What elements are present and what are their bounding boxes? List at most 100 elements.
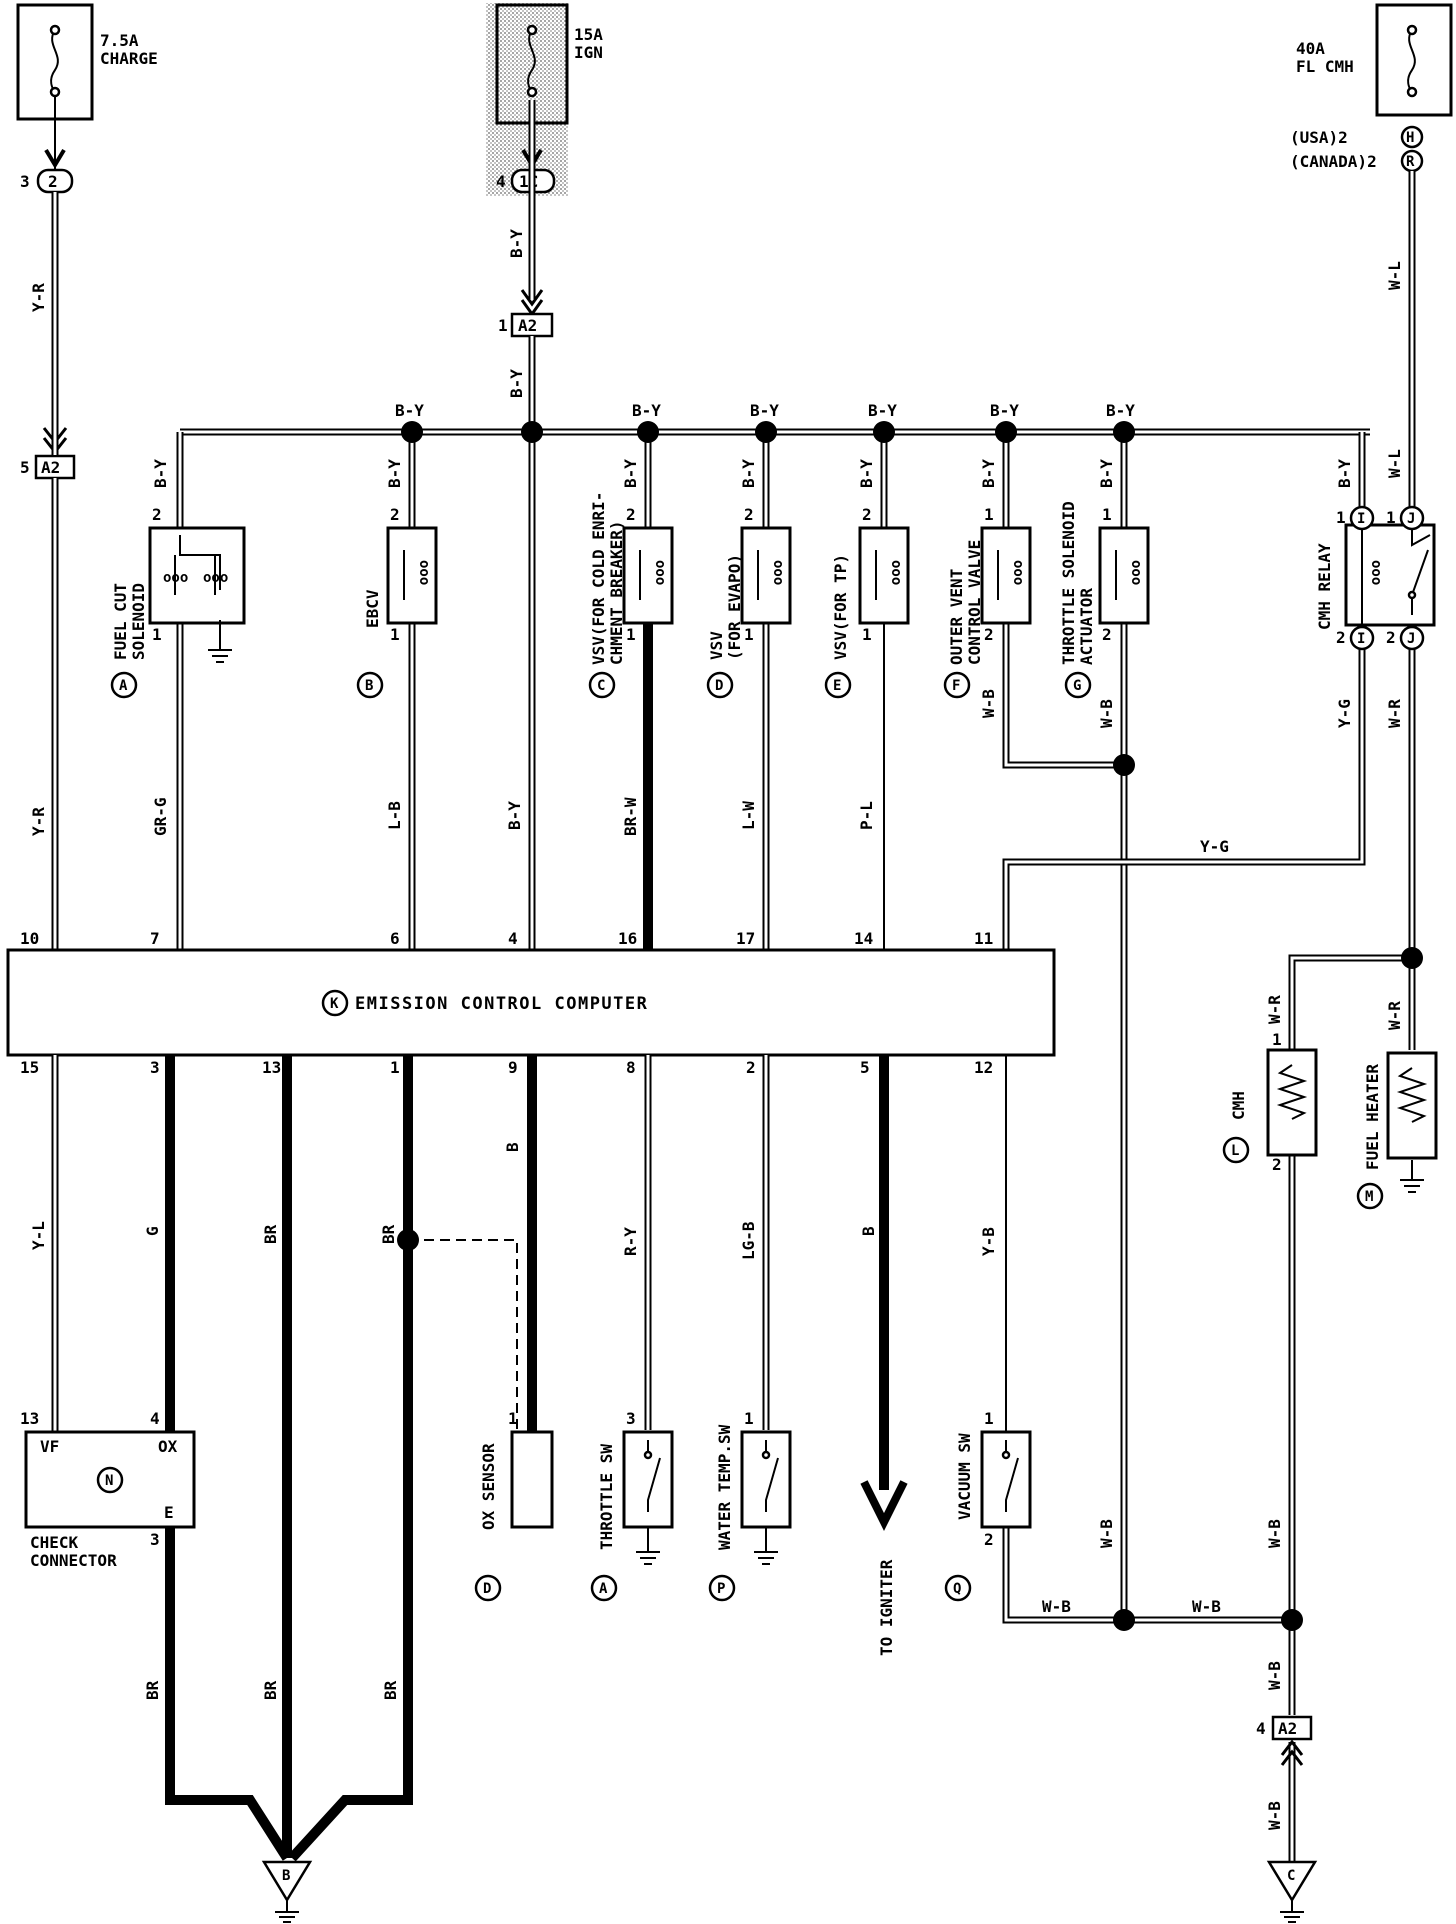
pin-bottom-9: 9 (508, 1058, 518, 1077)
ground-b: B (261, 1860, 313, 1923)
junctions-top (401, 421, 1423, 969)
svg-text:1: 1 (744, 1409, 754, 1428)
svg-text:B-Y: B-Y (1335, 459, 1354, 488)
svg-text:W-B: W-B (1265, 1801, 1284, 1830)
component-b-ebcv: ooo (386, 526, 438, 625)
component-f-line2: CONTROL VALVE (965, 540, 984, 665)
pin-top-16: 16 (618, 929, 637, 948)
ground-c-label: C (1287, 1868, 1295, 1884)
pin-top-7: 7 (150, 929, 160, 948)
throttle-sw-letter: A (599, 1581, 608, 1597)
component-n-letter: N (105, 1473, 113, 1489)
svg-text:ooo: ooo (416, 560, 432, 585)
component-m-fuel-heater (1386, 1051, 1438, 1160)
connector-canada-id: R (1406, 154, 1415, 170)
ox-sensor-name: OX SENSOR (479, 1443, 498, 1530)
svg-text:W-B: W-B (979, 689, 998, 718)
ground-c: C (1266, 1860, 1318, 1923)
component-d-letter: D (715, 678, 723, 694)
svg-text:B: B (859, 1226, 878, 1236)
component-c-line1: VSV(FOR COLD ENRI- (589, 492, 608, 665)
connector-ign-pin: 4 (496, 172, 506, 191)
svg-text:2: 2 (1272, 1155, 1282, 1174)
component-cmh-relay: I J I J ooo (1344, 505, 1436, 651)
pin-top-10: 10 (20, 929, 39, 948)
svg-text:ooo: ooo (888, 560, 904, 585)
svg-text:1: 1 (1102, 505, 1112, 524)
component-l-letter: L (1231, 1143, 1239, 1159)
component-ox-sensor (510, 1430, 554, 1529)
svg-text:4: 4 (150, 1409, 160, 1428)
fuse-fl-cmh: 40A FL CMH (1296, 3, 1453, 117)
svg-text:3: 3 (626, 1409, 636, 1428)
connector-charge-id: 2 (48, 172, 58, 191)
svg-text:B-Y: B-Y (990, 401, 1019, 420)
svg-text:W-B: W-B (1265, 1661, 1284, 1690)
component-g-line2: ACTUATOR (1077, 588, 1096, 665)
component-g-throttle-solenoid: ooo (1098, 526, 1150, 625)
junctions-bottom (397, 1229, 1303, 1631)
svg-text:ooo: ooo (203, 570, 228, 586)
igniter-label: TO IGNITER (877, 1559, 896, 1656)
svg-text:G: G (143, 1226, 162, 1236)
svg-text:Y-L: Y-L (29, 1221, 48, 1250)
pin-top-11: 11 (974, 929, 993, 948)
component-water-temp-sw (740, 1430, 792, 1565)
svg-text:2: 2 (862, 505, 872, 524)
svg-text:W-B: W-B (1265, 1519, 1284, 1548)
component-e-vsv-tp: ooo (858, 526, 910, 625)
svg-text:W-L: W-L (1385, 449, 1404, 478)
svg-text:B-Y: B-Y (750, 401, 779, 420)
svg-text:W-B: W-B (1097, 699, 1116, 728)
relay-conn-j-bot: J (1407, 631, 1415, 647)
svg-text:BR: BR (379, 1224, 398, 1244)
ground-b-label: B (282, 1868, 290, 1884)
svg-text:2: 2 (984, 625, 994, 644)
pin-bottom-2: 2 (746, 1058, 756, 1077)
svg-text:W-B: W-B (1042, 1597, 1071, 1616)
component-f-letter: F (952, 678, 960, 694)
component-c-line2: CHMENT BREAKER) (607, 521, 626, 666)
component-g-line1: THROTTLE SOLENOID (1059, 501, 1078, 665)
check-connector-line1: CHECK (30, 1533, 79, 1552)
connector-a2-left-pin: 5 (20, 458, 30, 477)
wires-top (51, 100, 1416, 1620)
component-pin-numbers: 2 1 2 1 2 1 2 1 2 1 1 2 1 2 1 1 2 2 1 2 … (20, 505, 1396, 1549)
fuse-charge-rating: 7.5A (100, 31, 139, 50)
svg-text:R-Y: R-Y (621, 1227, 640, 1256)
ecu-name: EMISSION CONTROL COMPUTER (355, 994, 648, 1014)
svg-text:BR: BR (261, 1224, 280, 1244)
svg-text:B-Y: B-Y (505, 801, 524, 830)
svg-text:1: 1 (744, 625, 754, 644)
svg-text:P-L: P-L (857, 801, 876, 830)
svg-text:ooo: ooo (163, 570, 188, 586)
svg-text:2: 2 (152, 505, 162, 524)
svg-text:2: 2 (626, 505, 636, 524)
svg-text:GR-G: GR-G (151, 797, 170, 836)
pin-bottom-13: 13 (262, 1058, 281, 1077)
throttle-sw-name: THROTTLE SW (597, 1444, 616, 1550)
svg-text:Y-G: Y-G (1200, 837, 1229, 856)
ecu-bottom-pins: 15 3 13 1 9 8 2 5 12 (20, 1058, 993, 1077)
vacuum-sw-letter: Q (953, 1581, 961, 1597)
component-m-name: FUEL HEATER (1363, 1064, 1382, 1170)
svg-text:W-B: W-B (1192, 1597, 1221, 1616)
svg-text:B-Y: B-Y (1106, 401, 1135, 420)
component-b-name: EBCV (363, 589, 382, 628)
component-b-letter: B (365, 678, 373, 694)
svg-text:2: 2 (1102, 625, 1112, 644)
water-sw-name: WATER TEMP.SW (715, 1424, 734, 1550)
pin-bottom-8: 8 (626, 1058, 636, 1077)
pin-bottom-12: 12 (974, 1058, 993, 1077)
check-ox: OX (158, 1437, 178, 1456)
svg-text:BR: BR (143, 1680, 162, 1700)
connector-charge: 2 3 (20, 96, 74, 194)
component-throttle-sw (622, 1430, 674, 1565)
fuse-fl-cmh-rating: 40A (1296, 39, 1325, 58)
svg-text:B-Y: B-Y (621, 459, 640, 488)
svg-text:ooo: ooo (770, 560, 786, 585)
connector-canada-label: (CANADA)2 (1290, 152, 1377, 171)
svg-text:1: 1 (984, 505, 994, 524)
svg-text:BR: BR (261, 1680, 280, 1700)
pin-bottom-3: 3 (150, 1058, 160, 1077)
